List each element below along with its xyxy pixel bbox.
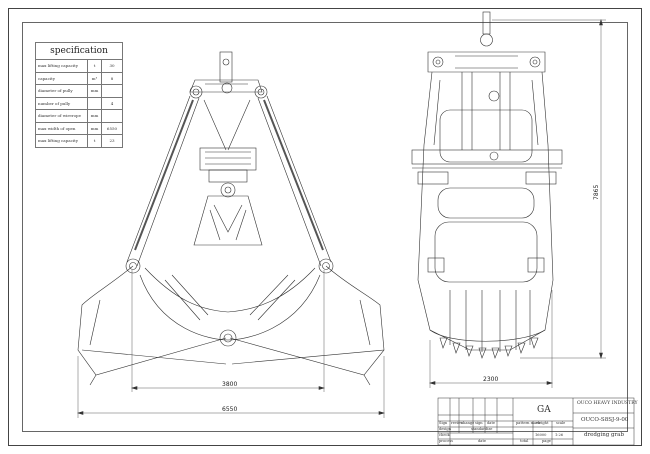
side-bucket (434, 221, 538, 283)
label-total: total (520, 439, 529, 443)
dim-height: 7865 (593, 185, 600, 200)
dim-side-width: 2300 (483, 376, 498, 383)
drawing-number: OUCO-S8SJ-9-00 (581, 417, 629, 423)
top-sheave (221, 82, 233, 94)
label-weight: weight (536, 421, 549, 425)
label-change: change (461, 421, 475, 425)
right-shell (229, 265, 385, 376)
label-process: process (439, 439, 454, 443)
side-view: 2300 7865 (411, 11, 606, 388)
label-pattern-mark: pattern mark (516, 421, 541, 425)
left-top-hub (189, 85, 203, 99)
right-top-hub (254, 85, 268, 99)
front-view: 3800 6550 (76, 51, 386, 418)
label-standardize: standardize (471, 427, 493, 431)
left-hinge-hub (125, 258, 141, 274)
company-name: OUCO HEAVY INDUSTRY (577, 401, 638, 406)
left-shell (77, 265, 227, 376)
side-head-frame (427, 51, 546, 73)
side-top-lug (482, 11, 491, 35)
scale-value: 1:26 (555, 433, 564, 437)
top-lug (219, 51, 233, 83)
label-sign2: sign (475, 421, 483, 425)
label-sign: Sign (439, 421, 448, 425)
lug-pin (222, 58, 230, 66)
lower-center-hub (219, 329, 237, 347)
label-review: review (451, 421, 464, 425)
center-plate (193, 195, 263, 246)
label-date: date (487, 421, 496, 425)
side-crossbeam (411, 149, 563, 165)
left-arm (126, 95, 200, 267)
label-design: design (439, 427, 452, 431)
side-body (417, 71, 554, 351)
label-date2: date (478, 439, 487, 443)
side-teeth (439, 337, 539, 359)
specification-title: specification (35, 42, 123, 60)
dim-overall-width: 6550 (222, 406, 237, 413)
drawing-frame (22, 22, 628, 432)
title-block: GA OUCO HEAVY INDUSTRY OUCO-S8SJ-9-00 dr… (438, 398, 638, 445)
right-arm (257, 95, 332, 267)
label-page: page (542, 439, 551, 443)
drawing-code: GA (537, 405, 551, 415)
label-scale: scale (556, 421, 566, 425)
drawing-sheet-border (8, 8, 642, 446)
crosshead (199, 147, 257, 171)
label-check: check (439, 433, 450, 437)
bucket-curve (139, 274, 321, 341)
title-block-grid (437, 397, 635, 446)
dim-inner-width: 3800 (222, 381, 237, 388)
center-pin (220, 182, 236, 198)
weight-value: 16000 (535, 433, 547, 437)
drawing-name: dredging grab (584, 432, 624, 438)
right-hinge-hub (318, 258, 334, 274)
